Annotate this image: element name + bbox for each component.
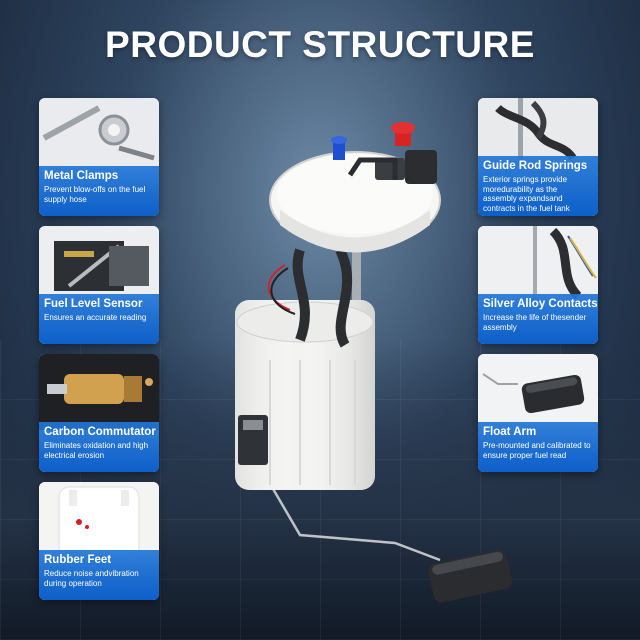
feature-heading: Rubber Feet xyxy=(44,554,112,566)
rubber-feet-image xyxy=(39,482,159,558)
feature-description: Increase the life of thesender assembly xyxy=(483,313,587,332)
feature-card-float-arm: Float Arm Pre-mounted and calibrated to … xyxy=(478,354,598,472)
feature-card-silver-alloy-contacts: Silver Alloy Contacts Increase the life … xyxy=(478,226,598,344)
feature-caption: Float Arm Pre-mounted and calibrated to … xyxy=(478,422,598,472)
feature-heading: Metal Clamps xyxy=(44,170,119,182)
feature-heading: Guide Rod Springs xyxy=(483,160,588,172)
guide-rod-springs-image xyxy=(478,98,598,164)
feature-caption: Silver Alloy Contacts Increase the life … xyxy=(478,294,598,344)
feature-description: Ensures an accurate reading xyxy=(44,313,147,322)
feature-heading: Fuel Level Sensor xyxy=(44,298,143,310)
carbon-commutator-image xyxy=(39,354,159,430)
feature-card-fuel-level-sensor: Fuel Level Sensor Ensures an accurate re… xyxy=(39,226,159,344)
feature-caption: Rubber Feet Reduce noise andvibration du… xyxy=(39,550,159,600)
feature-caption: Carbon Commutator Eliminates oxidation a… xyxy=(39,422,159,472)
feature-caption: Metal Clamps Prevent blow-offs on the fu… xyxy=(39,166,159,216)
fuel-level-sensor-image xyxy=(39,226,159,302)
feature-caption: Fuel Level Sensor Ensures an accurate re… xyxy=(39,294,159,344)
feature-description: Reduce noise andvibration during operati… xyxy=(44,569,139,588)
page-title: PRODUCT STRUCTURE xyxy=(105,24,535,65)
feature-description: Pre-mounted and calibrated to ensure pro… xyxy=(483,441,591,460)
feature-heading: Silver Alloy Contacts xyxy=(483,298,598,310)
feature-description: Eliminates oxidation and high electrical… xyxy=(44,441,149,460)
feature-heading: Carbon Commutator xyxy=(44,426,156,438)
feature-card-guide-rod-springs: Guide Rod Springs Exterior springs provi… xyxy=(478,98,598,216)
feature-description: Exterior springs provide moredurability … xyxy=(483,175,570,213)
metal-clamp-image xyxy=(39,98,159,174)
feature-heading: Float Arm xyxy=(483,426,537,438)
feature-caption: Guide Rod Springs Exterior springs provi… xyxy=(478,156,598,216)
feature-card-carbon-commutator: Carbon Commutator Eliminates oxidation a… xyxy=(39,354,159,472)
silver-alloy-contacts-image xyxy=(478,226,598,302)
feature-card-metal-clamps: Metal Clamps Prevent blow-offs on the fu… xyxy=(39,98,159,216)
feature-description: Prevent blow-offs on the fuel supply hos… xyxy=(44,185,146,204)
float-arm-image xyxy=(478,354,598,430)
feature-card-rubber-feet: Rubber Feet Reduce noise andvibration du… xyxy=(39,482,159,600)
